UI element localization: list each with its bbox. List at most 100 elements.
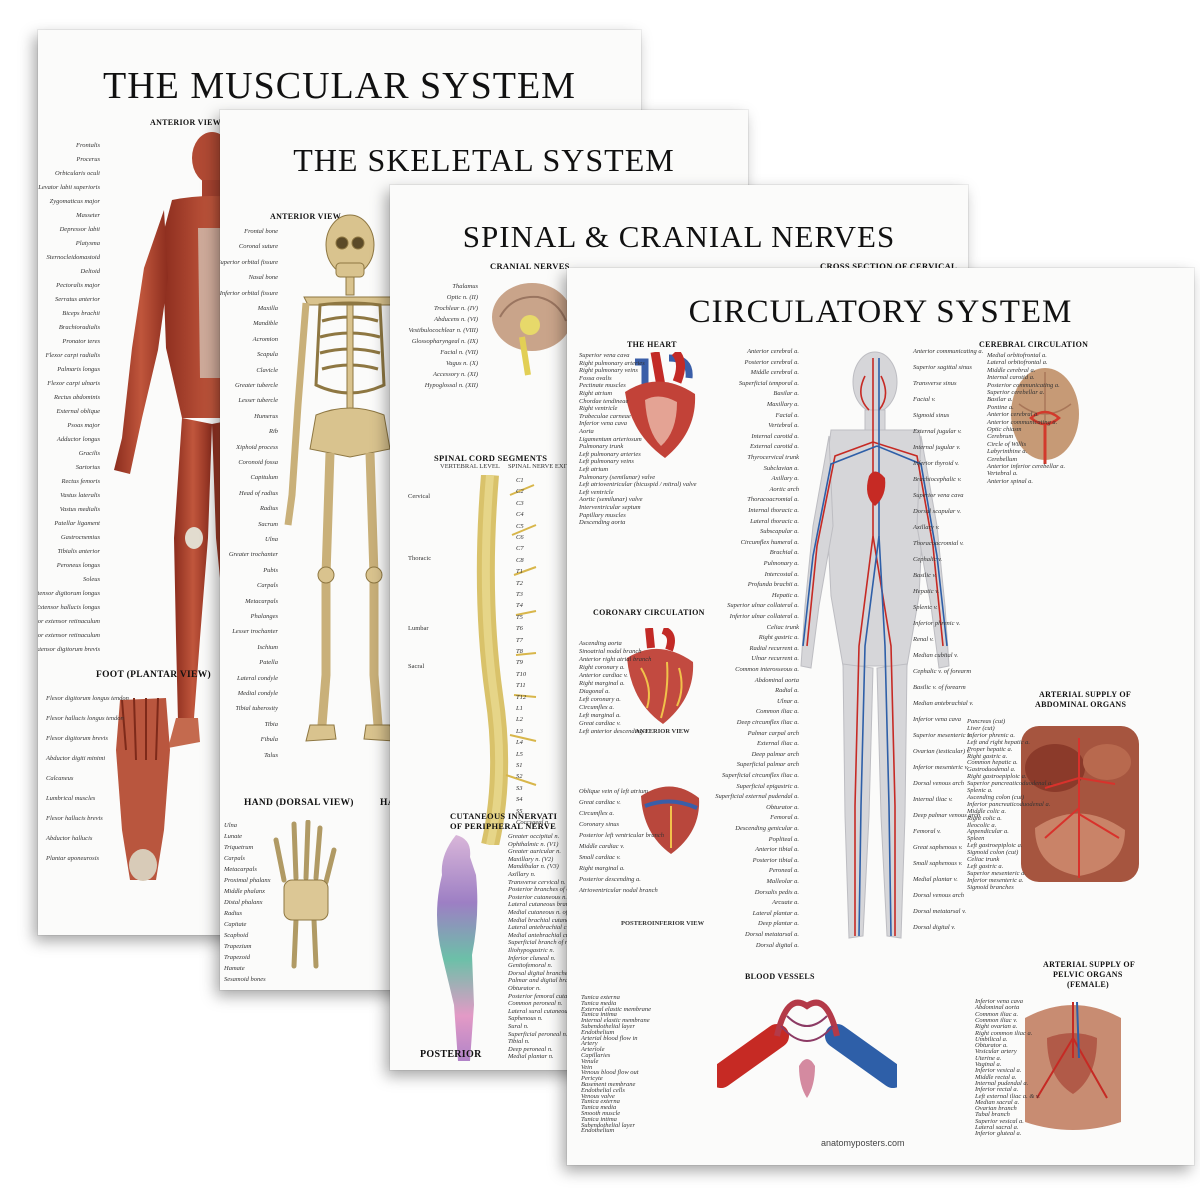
vein-label: Brachiocephalic v.: [913, 476, 962, 483]
cutaneous-nerve-label: Medial brachial cutaneous n.: [508, 916, 585, 924]
spinal-heading: SPINAL CORD SEGMENTS: [434, 453, 548, 463]
spinal-segment-label: L5: [516, 750, 523, 758]
spinal-segment-label: T12: [516, 693, 527, 701]
cutaneous-nerve-label: Lateral antebrachial cutaneous n.: [508, 924, 597, 932]
abdominal-label: Right colic a.: [967, 814, 1002, 822]
heart-figure: [625, 352, 696, 458]
pelvic-label: Inferior gluteal a.: [975, 1130, 1022, 1138]
spinal-segment-label: C4: [516, 511, 524, 519]
heart-label: Descending aorta: [579, 519, 626, 527]
vein-label: Transverse sinus: [913, 380, 957, 387]
cranial-nerve-label: Accessory n. (XI): [433, 371, 478, 378]
pelvic-heading-3: (FEMALE): [1067, 980, 1109, 989]
vein-label: Thoracoacromial v.: [913, 540, 964, 547]
blood-vessel-label: Venous blood flow out: [581, 1069, 639, 1077]
pelvic-label: Vaginal a.: [975, 1061, 1002, 1068]
foot-label: Flexor digitorum longus tendon: [46, 695, 129, 702]
muscle-label: Extensor digitorum brevis: [38, 646, 100, 653]
cutaneous-nerve-label: Sural n.: [508, 1023, 529, 1030]
abdominal-label: Superior pancreaticoduodenal a.: [967, 780, 1053, 788]
cutaneous-nerve-label: Medial plantar n.: [508, 1053, 554, 1061]
spinal-segment-label: T1: [516, 568, 523, 576]
artery-label: Posterior tibial a.: [752, 856, 799, 864]
artery-label: Anterior cerebral a.: [747, 348, 799, 355]
cutaneous-nerve-label: Deep peroneal n.: [508, 1045, 553, 1053]
muscle-label: Deltoid: [80, 268, 101, 275]
artery-label: Inferior ulnar collateral a.: [729, 613, 799, 620]
cerebral-label: Anterior inferior cerebellar a.: [987, 463, 1066, 470]
cutaneous-nerve-label: Palmar and digital branches of median n.: [508, 977, 617, 985]
hand-bone-label: Hamate: [224, 965, 245, 972]
hand-bone-label: Trapezium: [224, 943, 252, 950]
artery-label: Deep circumflex iliac a.: [736, 719, 799, 726]
posterior-heart-label: Atrioventricular nodal branch: [579, 887, 658, 894]
spinal-segment-label: C8: [516, 556, 524, 564]
anterior-view-heading: ANTERIOR VIEW: [150, 118, 222, 127]
bone-label: Acromion: [252, 335, 278, 343]
hand-heading: HAND (DORSAL VIEW): [244, 798, 354, 808]
cranial-nerve-label: Vestibulocochlear n. (VIII): [408, 327, 479, 334]
abdominal-label: Spleen: [967, 835, 985, 843]
abdominal-label: Pancreas (cut): [967, 718, 1006, 725]
artery-label: Thoracoacromial a.: [747, 496, 799, 504]
blood-vessel-label: Internal elastic membrane: [581, 1017, 650, 1025]
pelvic-label: Superior vesical a.: [975, 1117, 1024, 1125]
heart-label: Left atrium: [579, 466, 609, 473]
blood-vessel-label: Pericyte: [581, 1075, 603, 1083]
cutaneous-nerve-label: Posterior cutaneous n. of arm: [508, 893, 586, 901]
abdominal-label: Right gastroepiploic a.: [967, 773, 1027, 781]
spinal-segment-label: T8: [516, 648, 523, 655]
cutaneous-nerve-label: Genitofemoral n.: [508, 962, 553, 970]
spinal-region-label: Sacral: [408, 663, 425, 670]
vein-label: Superior mesenteric v.: [913, 732, 972, 739]
cutaneous-nerve-label: Medial antebrachial cutaneous n.: [508, 931, 596, 939]
vein-label: Superior vena cava: [913, 492, 964, 499]
cutaneous-nerve-label: Obturator n.: [508, 985, 541, 992]
artery-label: Common interosseous a.: [735, 666, 799, 673]
posterior-heart-label: Circumflex a.: [579, 810, 615, 817]
muscle-label: Depressor labii: [59, 226, 100, 233]
vein-label: Median cubital v.: [913, 652, 959, 659]
cutaneous-nerve-label: Axillary n.: [508, 871, 536, 878]
heart-label: Right pulmonary arteries: [579, 359, 645, 367]
bone-label: Metacarpals: [245, 597, 278, 605]
blood-vessel-label: Venous valve: [581, 1092, 615, 1100]
pelvic-label: Lateral sacral a.: [975, 1124, 1019, 1131]
abdominal-heading-1: ARTERIAL SUPPLY OF: [1039, 690, 1132, 699]
cerebral-label: Anterior communicating a.: [987, 418, 1058, 426]
artery-label: External iliac a.: [756, 740, 799, 748]
heart-label: Pulmonary (semilunar) valve: [579, 473, 656, 481]
cerebral-label: Cerebrum: [987, 433, 1014, 441]
muscle-label: Rectus femoris: [61, 478, 100, 485]
artery-label: Aortic arch: [769, 485, 799, 493]
artery-label: Superficial external pudendal a.: [715, 793, 799, 801]
blood-vessel-label: Capillaries: [581, 1052, 611, 1059]
vein-label: Anterior communicating a.: [913, 348, 984, 355]
muscle-label: Adductor longus: [56, 436, 100, 443]
pelvic-label: Inferior vena cava: [975, 998, 1024, 1005]
muscle-label: Superior extensor retinaculum: [38, 618, 100, 625]
cutaneous-nerve-label: Posterior femoral cutaneous n.: [508, 992, 589, 1000]
artery-label: Subclavian a.: [763, 464, 799, 472]
vein-label: Renal v.: [913, 636, 934, 643]
muscle-label: Levator labii superioris: [38, 184, 100, 191]
spinal-segment-label: T11: [516, 682, 526, 690]
pelvic-label: Umbilical a.: [975, 1035, 1008, 1043]
bone-label: Head of radius: [239, 489, 278, 497]
foot-label: Abductor hallucis: [46, 835, 93, 842]
vein-label: Dorsal scapular v.: [913, 508, 962, 515]
bone-label: Pubis: [263, 566, 278, 574]
vein-label: Basilic v. of forearm: [913, 684, 966, 691]
hand-bone-label: Trapezoid: [224, 954, 251, 961]
artery-label: Popliteal a.: [768, 835, 799, 843]
blood-vessel-label: Subendothelial layer: [581, 1121, 635, 1129]
artery-label: Superior ulnar collateral a.: [727, 602, 799, 610]
posterior-label: POSTERIOR: [420, 1049, 482, 1060]
artery-label: Right gastric a.: [758, 634, 799, 642]
artery-label: Radial recurrent a.: [749, 644, 799, 652]
vein-label: Great saphenous v.: [913, 844, 963, 851]
vein-label: Hepatic v.: [913, 588, 940, 595]
hand-bone-label: Ulna: [224, 822, 237, 829]
bone-label: Fibula: [260, 736, 278, 744]
spinal-segment-label: T5: [516, 613, 523, 621]
